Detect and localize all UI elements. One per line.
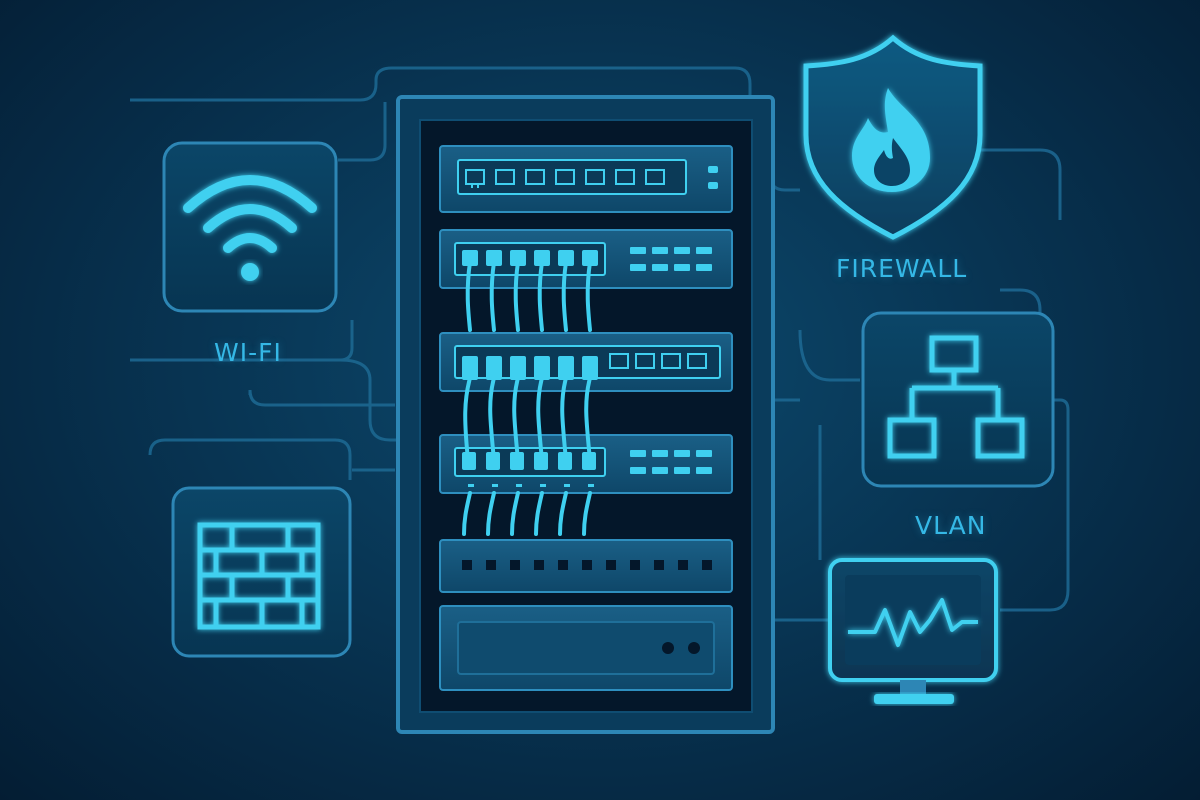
- flame-shield-icon: [852, 88, 930, 192]
- vlan-tile: [861, 311, 1055, 488]
- brick-wall-tile: [171, 486, 352, 658]
- rack-unit-patch-panel: [439, 539, 733, 593]
- connector-lines: [130, 66, 1070, 622]
- rack-unit-server: [439, 605, 733, 691]
- brick-wall-icon: [197, 522, 321, 630]
- wifi-label: WI-FI: [214, 338, 282, 367]
- firewall-label: FIREWALL: [836, 254, 968, 283]
- wifi-tile: [162, 141, 338, 313]
- network-hierarchy-icon: [887, 335, 1025, 459]
- wifi-icon: [183, 175, 317, 253]
- monitor-tile: [828, 558, 998, 704]
- firewall-shield: [803, 34, 983, 240]
- vlan-label: VLAN: [915, 511, 987, 540]
- heartbeat-monitor-icon: [848, 598, 978, 647]
- rack-unit-switch-1: [439, 145, 733, 213]
- patch-cables: [462, 260, 592, 536]
- cable-connectors: [462, 250, 598, 470]
